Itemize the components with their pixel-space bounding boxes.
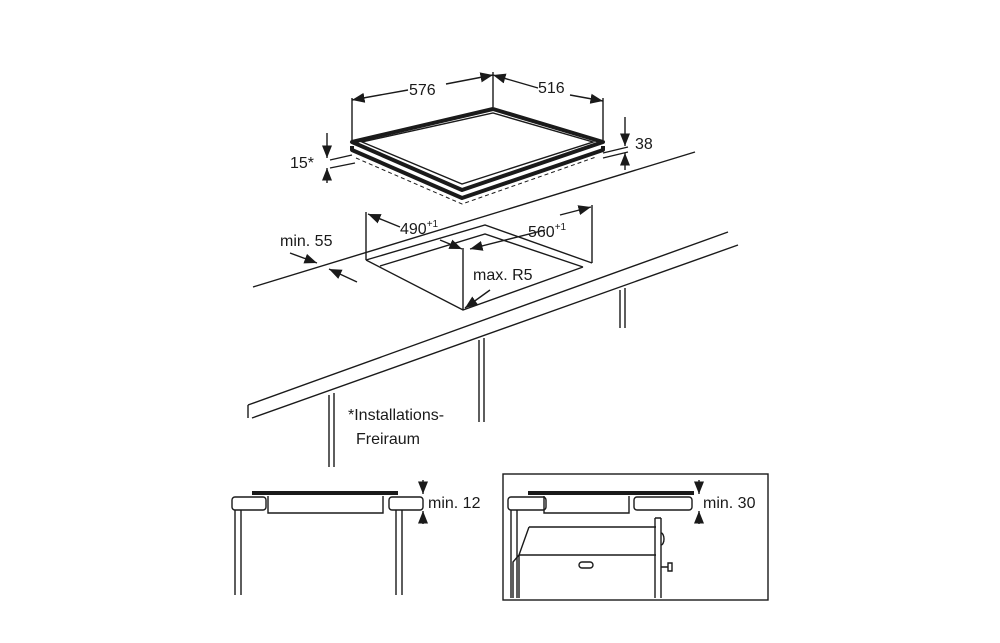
hob-perspective xyxy=(350,107,605,205)
hob-depth-label: 516 xyxy=(538,80,565,97)
radius-label: max. R5 xyxy=(473,267,533,284)
detail-left xyxy=(231,480,429,595)
gap-min-12-label: min. 12 xyxy=(428,495,481,512)
note-line-1: *Installations- xyxy=(348,407,444,424)
cutout-width-label: 490+1 xyxy=(400,219,439,238)
countertop xyxy=(247,151,739,467)
detail-right xyxy=(502,473,769,601)
gap-min-30-label: min. 30 xyxy=(703,495,756,512)
hob-width-label: 576 xyxy=(409,82,436,99)
hob-dimension-lines xyxy=(321,72,631,183)
cutout-depth-label: 560+1 xyxy=(528,222,567,241)
clearance-label: 15* xyxy=(290,155,314,172)
hob-height-label: 38 xyxy=(635,136,653,153)
edge-distance-label: min. 55 xyxy=(280,233,333,250)
note-line-2: Freiraum xyxy=(356,431,420,448)
cutout xyxy=(289,205,593,311)
